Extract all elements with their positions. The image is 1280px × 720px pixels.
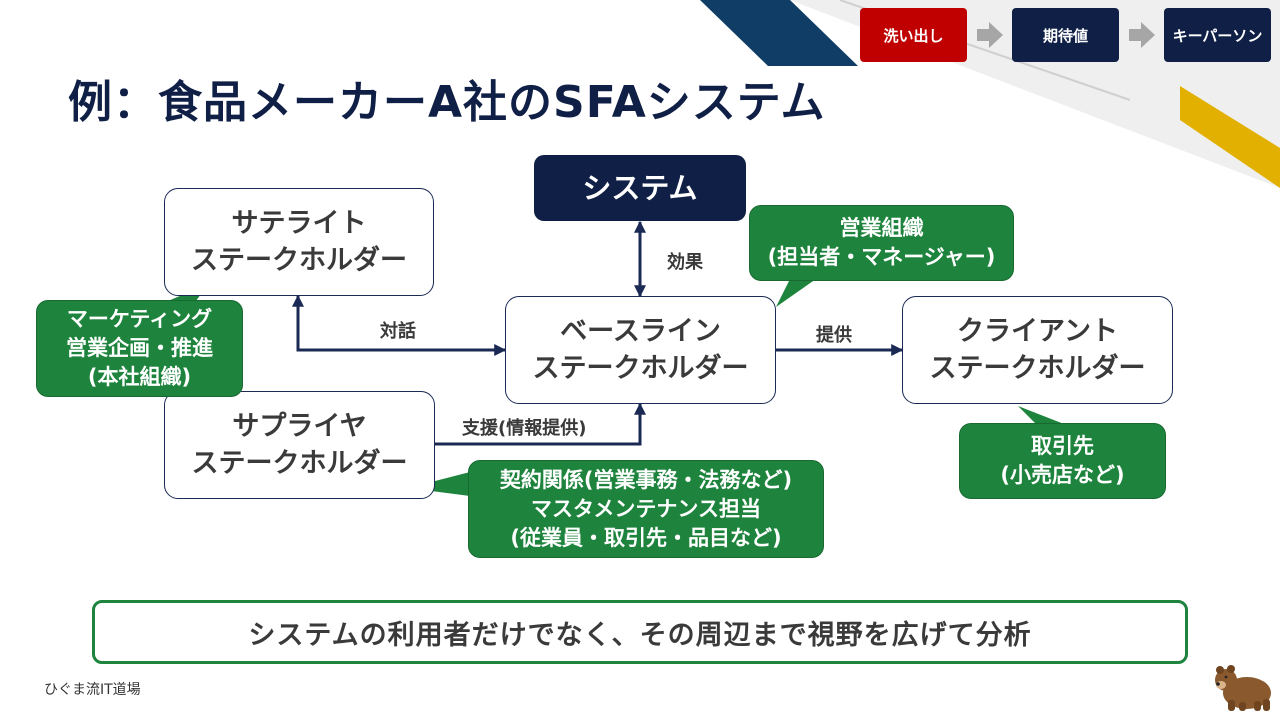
system-label: システム [582,170,698,205]
support-arrow [435,402,646,446]
node-line1: サプライヤ [232,411,367,442]
callout-line2: マスタメンテナンス担当 [531,496,761,521]
provide-label: 提供 [816,325,852,346]
step-keyperson: キーパーソン [1164,8,1271,62]
callout-line1: 営業組織 [839,216,924,240]
gold-stripe [1180,86,1280,188]
callout-line2: 営業企画・推進 [66,336,213,360]
node-line1: クライアント [957,316,1118,347]
node-line1: ベースライン [560,316,721,347]
blue-stripe [700,0,858,66]
contract-callout: 契約関係(営業事務・法務など) マスタメンテナンス担当 (従業員・取引先・品目な… [468,460,824,558]
callout-line1: 取引先 [1031,434,1094,458]
step-label: 期待値 [1042,26,1088,45]
baseline-stakeholder-node: ベースライン ステークホルダー [505,296,776,404]
support-label: 支援(情報提供) [462,418,587,439]
step-washout: 洗い出し [860,8,967,62]
node-line1: サテライト [231,208,367,239]
callout-line3: (本社組織) [87,365,192,389]
effect-label: 効果 [667,252,703,273]
customer-callout-tail [1018,406,1064,424]
dialogue-arrow [292,294,507,356]
callout-line2: (担当者・マネージャー) [767,245,996,269]
footer-brand: ひぐま流IT道場 [44,682,141,698]
bear-icon [1215,665,1271,711]
step-arrow-icon [1129,22,1155,48]
satellite-stakeholder-node: サテライト ステークホルダー [164,188,434,296]
conclusion-text: システムの利用者だけでなく、その周辺まで視野を広げて分析 [248,619,1032,651]
page-title: 例：食品メーカーA社のSFAシステム [68,77,826,128]
marketing-callout: マーケティング 営業企画・推進 (本社組織) [36,300,243,397]
sales-callout-tail [776,279,816,307]
node-line2: ステークホルダー [929,353,1146,384]
step-label: キーパーソン [1172,26,1263,45]
callout-line1: 契約関係(営業事務・法務など) [499,467,793,492]
customer-callout: 取引先 (小売店など) [959,423,1166,499]
step-expectation: 期待値 [1012,8,1119,62]
client-stakeholder-node: クライアント ステークホルダー [902,296,1173,404]
callout-line2: (小売店など) [1000,463,1125,487]
step-arrow-icon [977,22,1003,48]
supplier-stakeholder-node: サプライヤ ステークホルダー [164,391,435,499]
node-line2: ステークホルダー [191,448,408,479]
conclusion-box: システムの利用者だけでなく、その周辺まで視野を広げて分析 [92,600,1188,664]
node-line2: ステークホルダー [532,353,749,384]
dialogue-label: 対話 [380,321,416,342]
sales-org-callout: 営業組織 (担当者・マネージャー) [749,205,1014,281]
system-node: システム [534,155,746,221]
callout-line3: (従業員・取引先・品目など) [510,525,782,550]
callout-line1: マーケティング [66,307,213,331]
step-label: 洗い出し [883,26,944,45]
node-line2: ステークホルダー [191,245,407,276]
